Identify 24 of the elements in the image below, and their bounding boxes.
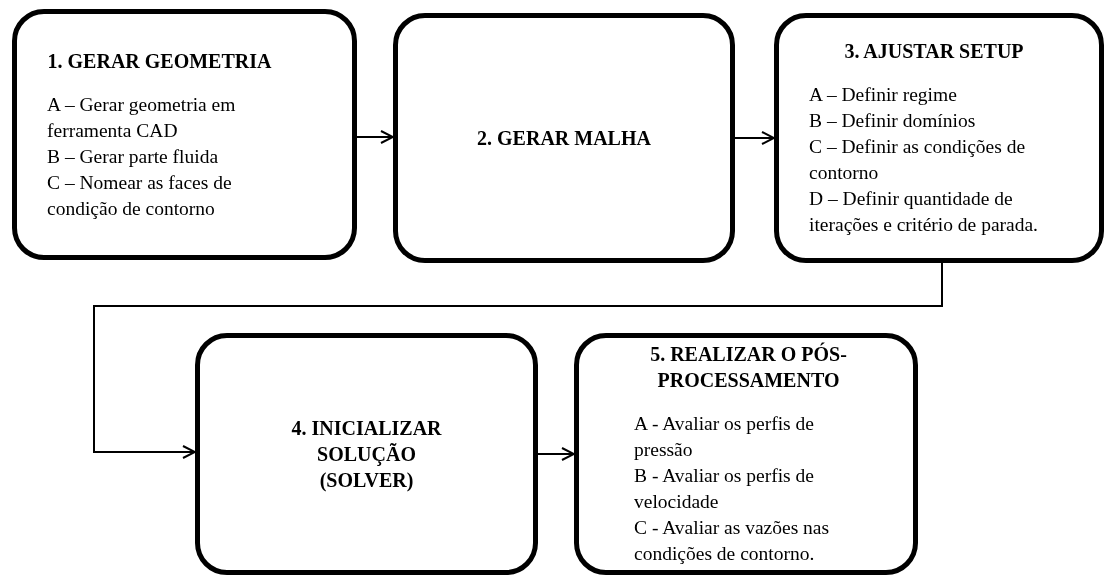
arrow: [93, 262, 943, 459]
step-heading: 4. INICIALIZAR SOLUÇÃO (SOLVER): [290, 416, 443, 493]
arrow: [356, 130, 394, 144]
arrow: [537, 447, 575, 461]
process-box: [195, 333, 538, 575]
step-item: D – Definir quantidade de iterações e critério de parada.: [809, 187, 1039, 237]
step-item: B – Gerar parte fluida: [47, 144, 220, 169]
step-item: A - Avaliar os perfis de pressão: [634, 412, 815, 462]
step-item: C – Nomear as faces de condição de contorno: [47, 170, 233, 221]
process-box: [574, 333, 918, 575]
step-item: C - Avaliar as vazões nas condições de contorno.: [634, 516, 831, 566]
step-heading: 3. AJUSTAR SETUP: [844, 39, 1024, 64]
step-heading: 5. REALIZAR O PÓS-PROCESSAMENTO: [649, 341, 848, 393]
step-item: C – Definir as condições de contorno: [809, 135, 1027, 185]
process-box: [12, 9, 357, 260]
process-box: [393, 13, 735, 263]
step-heading: 1. GERAR GEOMETRIA: [47, 48, 272, 74]
step-item: B - Avaliar os perfis de velocidade: [634, 464, 815, 514]
arrow: [734, 131, 775, 145]
step-item: A – Definir regime: [809, 83, 958, 107]
process-box: [774, 13, 1104, 263]
step-item: B – Definir domínios: [809, 109, 977, 133]
step-heading: 2. GERAR MALHA: [477, 126, 651, 151]
step-item: A – Gerar geometria em ferramenta CAD: [47, 92, 237, 143]
